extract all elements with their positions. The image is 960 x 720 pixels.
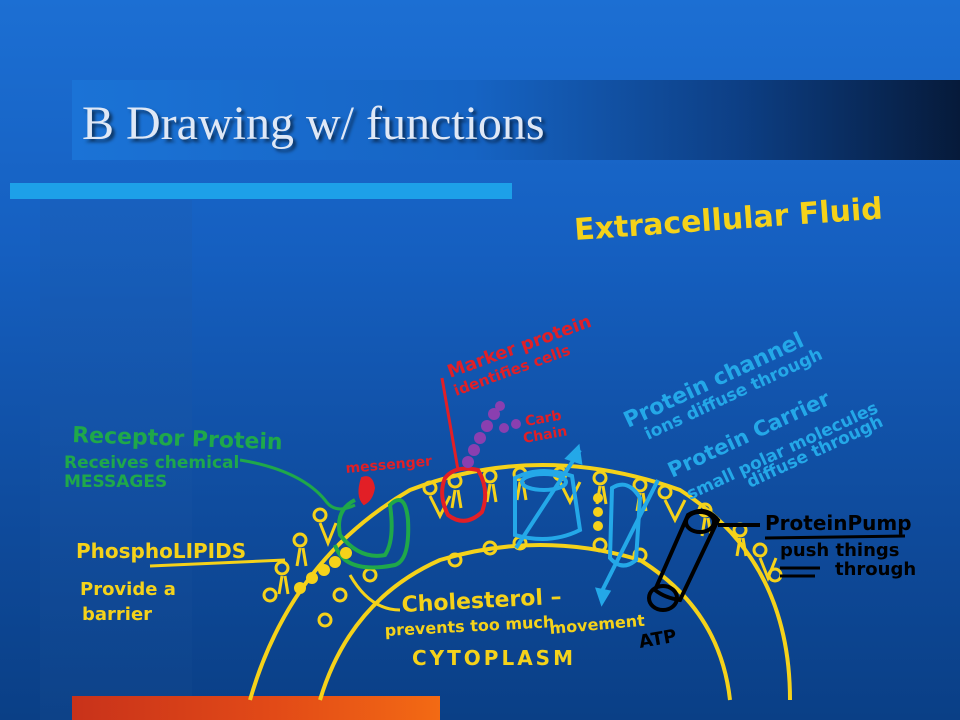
accent-line	[10, 183, 512, 199]
extracellular-label: Extracellular Fluid	[573, 192, 884, 248]
pump-desc2: through	[835, 559, 916, 580]
pump-desc1: push things	[780, 540, 900, 561]
title-bar	[72, 80, 960, 160]
pump-title: ProteinPump	[765, 511, 912, 535]
phospholipids-title: PhosphoLIPIDS	[76, 539, 246, 563]
membrane-inner-arc	[318, 543, 732, 701]
marker-protein-shape	[440, 466, 488, 523]
slide-title: B Drawing w/ functions	[82, 97, 545, 150]
pump-underline	[764, 534, 906, 578]
cholesterol-beads	[294, 493, 603, 594]
phospholipids-desc1: Provide a	[80, 579, 176, 600]
bottom-accent-bar	[72, 696, 440, 720]
phospholipid-layer	[262, 466, 783, 628]
cytoplasm-label: CYTOPLASM	[412, 646, 576, 670]
receptor-title: Receptor Protein	[72, 423, 283, 455]
phospholipid-pointer-line	[149, 558, 286, 568]
protein-channel-shape	[513, 443, 583, 550]
cholesterol-desc2: movement	[549, 611, 646, 638]
receptor-protein-shape	[333, 498, 411, 570]
receptor-pointer-line	[239, 458, 356, 511]
messenger-shape	[358, 476, 376, 506]
protein-pump-shape	[647, 509, 760, 612]
carb-label-line1: Carb	[524, 408, 563, 430]
receptor-desc2: MESSAGES	[64, 472, 167, 492]
protein-carrier-shape	[595, 479, 660, 607]
marker-pointer-line	[440, 377, 460, 471]
cholesterol-pointer-line	[348, 574, 401, 612]
phospholipids-desc2: barrier	[82, 604, 152, 625]
messenger-label: messenger	[345, 453, 433, 476]
receptor-desc1: Receives chemical	[64, 453, 239, 473]
carb-label-line2: Chain	[522, 423, 569, 446]
carb-chain-beads	[462, 401, 521, 468]
left-gradient-panel	[40, 200, 192, 720]
